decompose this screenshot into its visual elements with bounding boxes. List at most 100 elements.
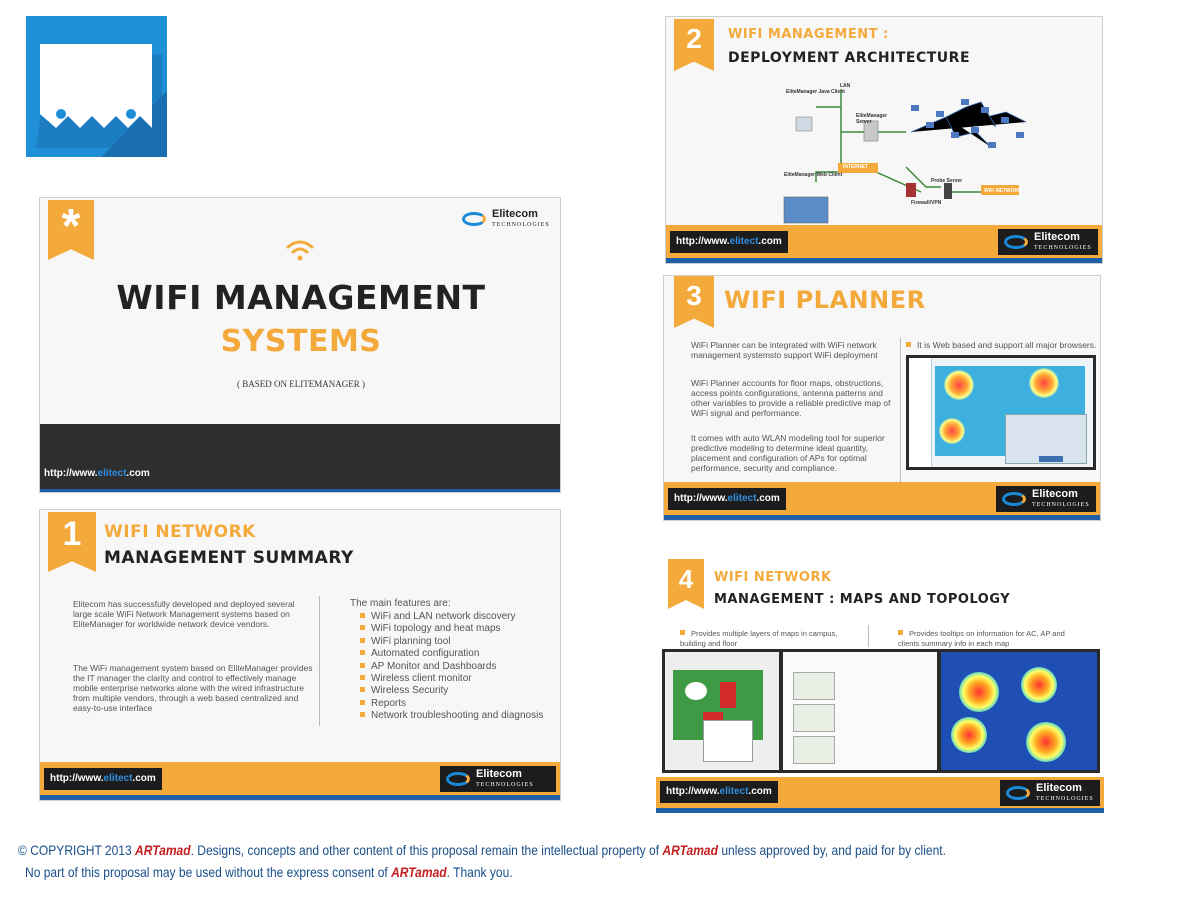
feature-item: Reports: [360, 698, 543, 710]
brand-sub: TECHNOLOGIES: [492, 222, 550, 228]
slide-1-title-line1: WIFI NETWORK: [104, 522, 256, 542]
slide-2-url[interactable]: http://www.elitect.com: [670, 231, 788, 253]
slide-4-title-line2: MANAGEMENT : MAPS AND TOPOLOGY: [714, 592, 1011, 607]
slide-4-footer: http://www.elitect.com Elitecom TECHNOLO…: [656, 777, 1104, 813]
square-bullet-icon: [360, 613, 365, 618]
label-probe: Probe Server: [931, 178, 963, 184]
brand-name: Elitecom: [1034, 231, 1080, 243]
slide-3-logo: Elitecom TECHNOLOGIES: [996, 486, 1096, 512]
square-bullet-icon: [360, 662, 365, 668]
slide-4-title-line1: WIFI NETWORK: [714, 570, 832, 585]
elitecom-logo-icon: [446, 772, 470, 786]
feature-item: WiFi planning tool: [360, 636, 543, 648]
brand-name: Elitecom: [476, 768, 522, 780]
slide-2-logo: Elitecom TECHNOLOGIES: [998, 229, 1098, 255]
floor-map-list: [783, 652, 937, 770]
brand-name: Elitecom: [1036, 782, 1082, 794]
slide-1-url[interactable]: http://www.elitect.com: [44, 768, 162, 790]
square-bullet-icon: [360, 637, 365, 643]
planner-screenshot: [906, 355, 1096, 470]
feature-item: WiFi and LAN network discovery: [360, 611, 543, 623]
maps-screenshot-strip: [662, 649, 1100, 773]
brand-sub: TECHNOLOGIES: [1036, 796, 1094, 802]
web-client-screen: [783, 196, 829, 224]
wifi-network-box: [981, 185, 1019, 195]
firewall-box: [906, 183, 916, 197]
app-logo: [26, 16, 167, 157]
slide-1-number: 1: [48, 512, 96, 572]
slide-1-title-line2: MANAGEMENT SUMMARY: [104, 548, 354, 568]
brand-sub: TECHNOLOGIES: [1032, 502, 1090, 508]
cover-footer: http://www.elitect.com: [40, 424, 560, 492]
copyright-line-2: No part of this proposal may be used wit…: [25, 864, 513, 880]
slide-4-note-right: Provides tooltips on information for AC,…: [898, 629, 1065, 648]
cover-title-line2: SYSTEMS: [220, 324, 382, 359]
slide-1-logo: Elitecom TECHNOLOGIES: [440, 766, 556, 792]
feature-item: WiFi topology and heat maps: [360, 623, 543, 635]
brand-name: Elitecom: [1032, 488, 1078, 500]
cover-badge: *: [48, 200, 94, 260]
label-wifi-network: WiFi NETWORK: [984, 188, 1022, 194]
square-bullet-icon: [680, 630, 685, 635]
slide-1: 1 WIFI NETWORK MANAGEMENT SUMMARY Elitec…: [39, 509, 561, 801]
label-lan: LAN: [840, 83, 851, 89]
internet-box: [838, 163, 878, 173]
label-firewall: Firewall/VPN: [911, 200, 942, 206]
elitecom-logo-icon: [1006, 786, 1030, 800]
square-bullet-icon: [898, 630, 903, 635]
slide-1-footer: http://www.elitect.com Elitecom TECHNOLO…: [40, 762, 560, 800]
slide-3-url[interactable]: http://www.elitect.com: [668, 488, 786, 510]
feature-item: Wireless Security: [360, 685, 543, 697]
label-web-client: EliteManager Web Client: [784, 172, 843, 178]
square-bullet-icon: [360, 712, 365, 718]
slide-3-para3: It comes with auto WLAN modeling tool fo…: [691, 433, 885, 473]
slide-3-para1: WiFi Planner can be integrated with WiFi…: [691, 340, 878, 360]
feature-item: Automated configuration: [360, 648, 543, 660]
slide-1-divider: [319, 596, 320, 726]
square-bullet-icon: [360, 699, 365, 705]
elitecom-logo-icon: [1004, 235, 1028, 249]
slide-2-title-line2: DEPLOYMENT ARCHITECTURE: [728, 50, 971, 66]
square-bullet-icon: [906, 342, 911, 347]
deployment-diagram: [783, 89, 1027, 224]
slide-3: 3 WIFI PLANNER WiFi Planner can be integ…: [663, 275, 1101, 521]
slide-2-footer: http://www.elitect.com Elitecom TECHNOLO…: [666, 225, 1102, 263]
cover-title-line1: WIFI MANAGEMENT: [116, 278, 486, 317]
heat-map: [941, 652, 1097, 770]
slide-1-feature-list: WiFi and LAN network discovery WiFi topo…: [360, 611, 543, 723]
cover-logo: Elitecom TECHNOLOGIES: [456, 206, 556, 232]
slide-1-para2: The WiFi management system based on Elit…: [73, 663, 313, 713]
slide-4-note-left: Provides multiple layers of maps in camp…: [680, 629, 838, 648]
square-bullet-icon: [360, 675, 365, 681]
square-bullet-icon: [360, 650, 365, 656]
feature-item: Wireless client monitor: [360, 673, 543, 685]
server-box: [863, 120, 879, 142]
slide-4-divider: [868, 625, 869, 647]
label-internet: INTERNET: [843, 164, 868, 170]
cover-url[interactable]: http://www.elitect.com: [44, 468, 150, 479]
square-bullet-icon: [360, 687, 365, 693]
feature-item: Network troubleshooting and diagnosis: [360, 710, 543, 722]
slide-1-features-title: The main features are:: [350, 598, 451, 609]
elitecom-logo-icon: [1002, 492, 1026, 506]
brand-sub: TECHNOLOGIES: [1034, 245, 1092, 251]
slide-2: 2 WIFI MANAGEMENT : DEPLOYMENT ARCHITECT…: [665, 16, 1103, 264]
brand-sub: TECHNOLOGIES: [476, 782, 534, 788]
elitecom-logo-icon: [462, 212, 486, 226]
java-client-monitor: [795, 116, 813, 132]
cover-subtitle: ( BASED ON ELITEMANAGER ): [237, 379, 365, 389]
slide-3-para2: WiFi Planner accounts for floor maps, ob…: [691, 378, 891, 418]
slide-3-note: It is Web based and support all major br…: [906, 340, 1096, 350]
slide-2-number: 2: [674, 19, 714, 71]
slide-3-title: WIFI PLANNER: [724, 286, 926, 314]
slide-4-url[interactable]: http://www.elitect.com: [660, 781, 778, 803]
square-bullet-icon: [360, 625, 365, 631]
probe-box: [944, 183, 952, 199]
ticket-logo-icon: [36, 44, 167, 157]
wifi-icon: [286, 240, 314, 261]
slide-4-logo: Elitecom TECHNOLOGIES: [1000, 780, 1100, 806]
slide-3-divider: [900, 338, 901, 483]
slide-2-title-line1: WIFI MANAGEMENT :: [728, 27, 889, 42]
copyright-line-1: © COPYRIGHT 2013 ARTamad. Designs, conce…: [18, 842, 946, 858]
label-server: EliteManager Server: [856, 113, 888, 125]
